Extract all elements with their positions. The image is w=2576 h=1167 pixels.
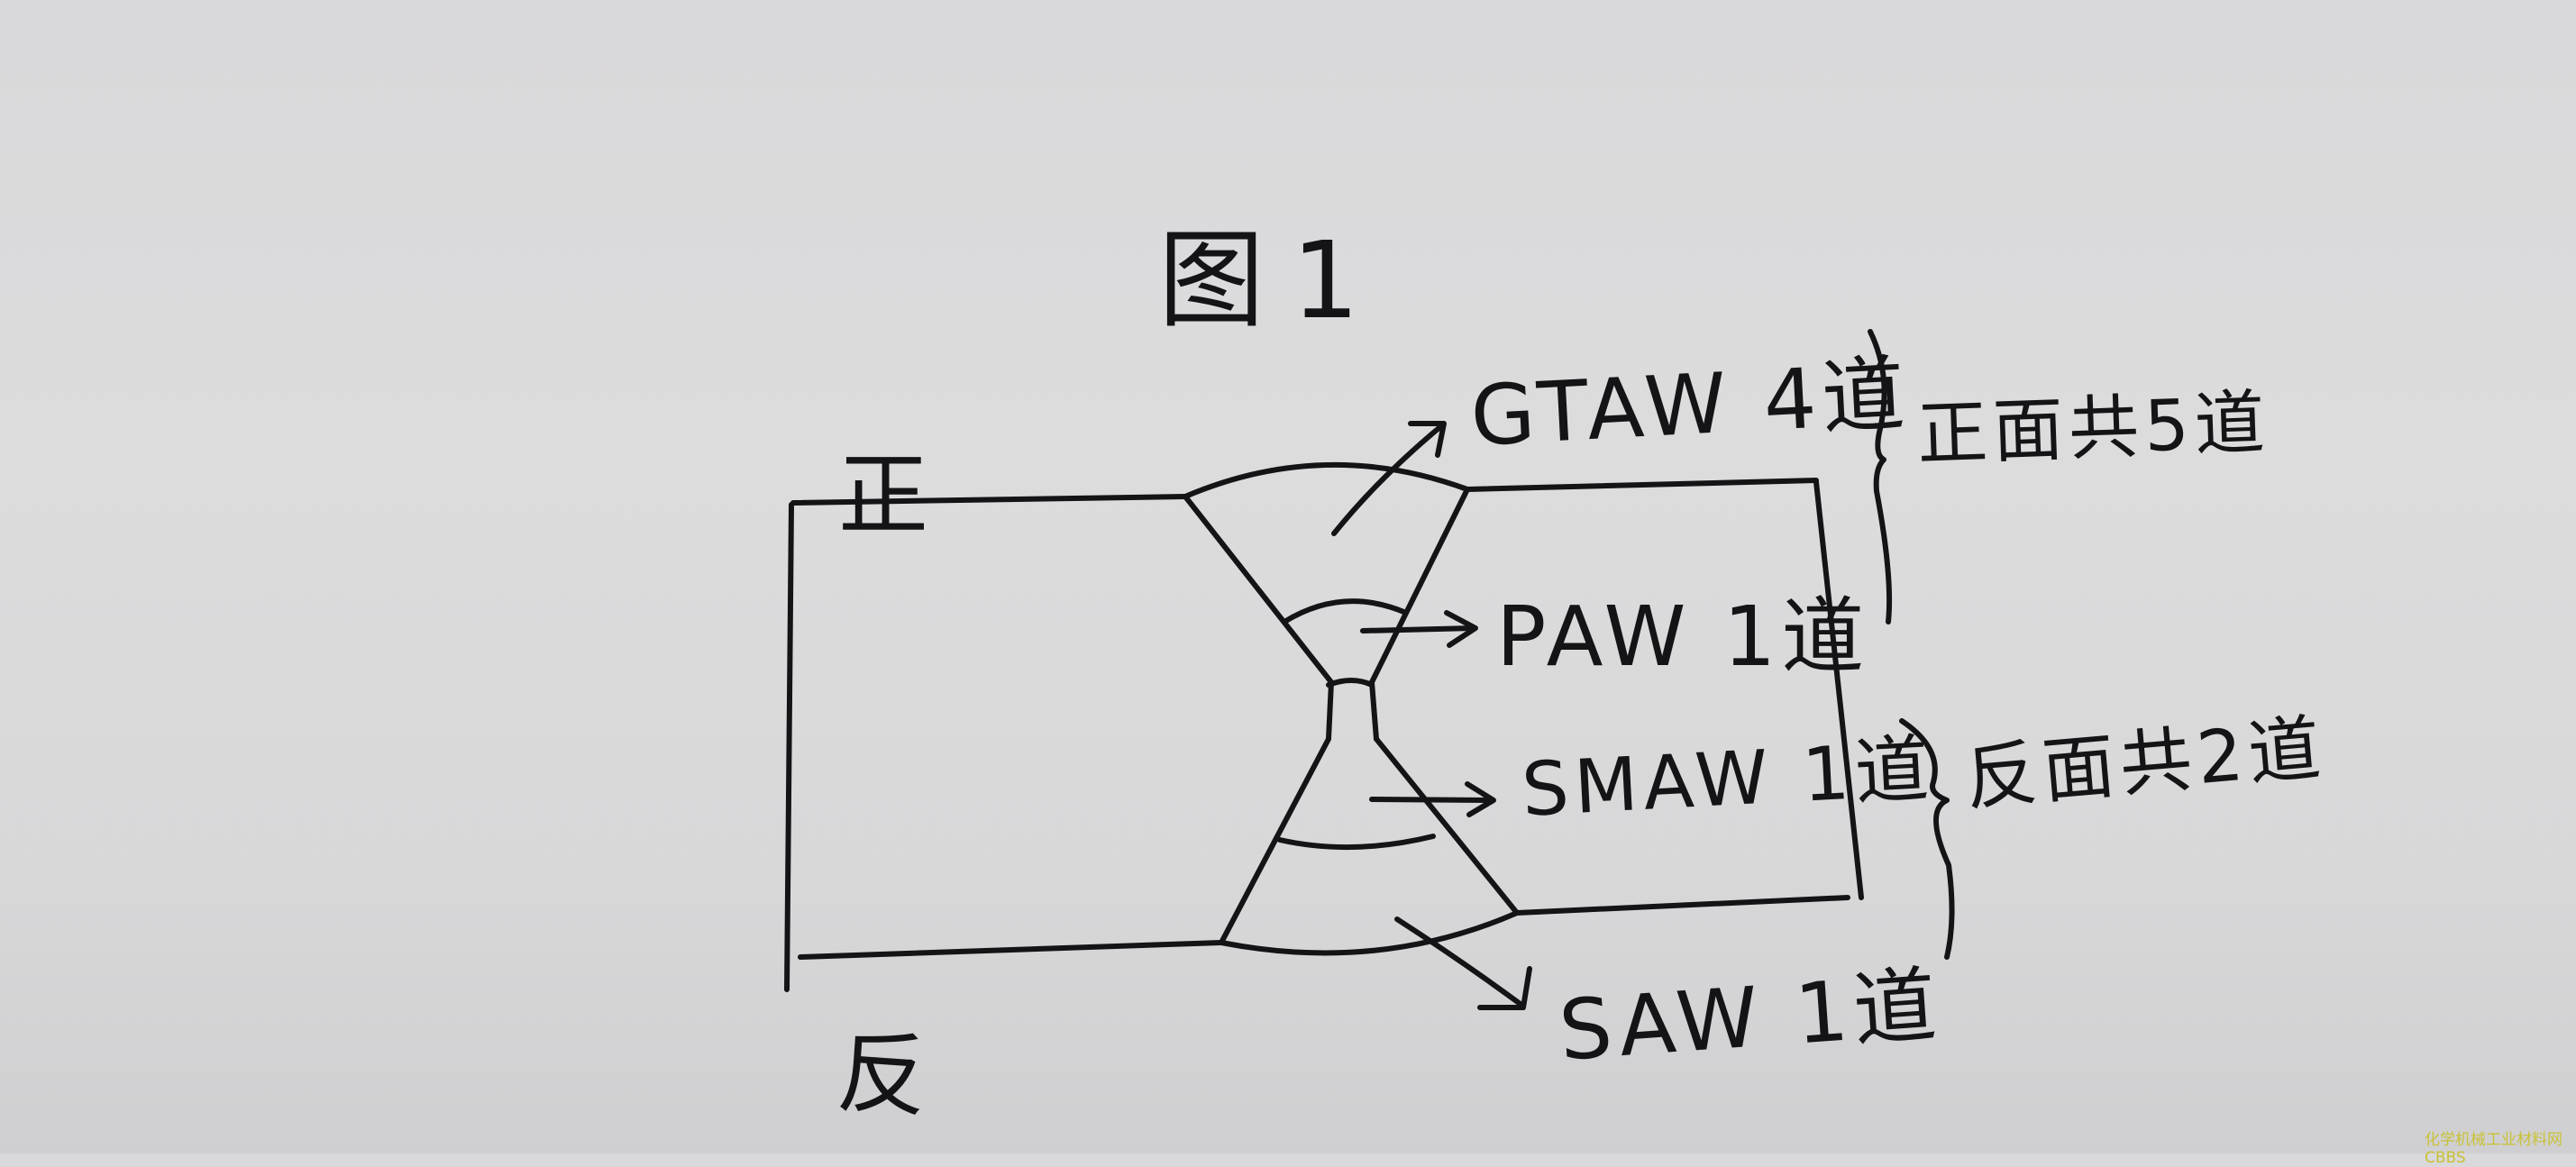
gtaw-cap-arc xyxy=(1183,461,1470,499)
paw-arrowhead xyxy=(1444,610,1478,648)
plate-left-top-edge xyxy=(790,494,1188,506)
paw-leader-arrow xyxy=(1360,625,1476,634)
gtaw-process: GTAW xyxy=(1468,354,1735,465)
figure-title: 图1 xyxy=(1158,218,1387,342)
smaw-arrowhead xyxy=(1465,781,1496,817)
plate-right-top-edge xyxy=(1465,478,1819,492)
root-arc xyxy=(1326,678,1375,688)
plate-right-bottom-edge xyxy=(1514,895,1850,916)
smaw-pass-label: SMAW 1道 xyxy=(1519,708,1936,837)
smaw-arc xyxy=(1277,834,1436,851)
paw-process: PAW xyxy=(1496,588,1692,685)
gtaw-arrowhead xyxy=(1408,421,1447,458)
groove-lower-right-bevel xyxy=(1374,736,1520,916)
smaw-leader-arrow xyxy=(1369,797,1494,803)
saw-arrowhead xyxy=(1477,966,1532,1010)
groove-upper-right-bevel xyxy=(1369,487,1470,685)
gtaw-leader-arrow xyxy=(1331,423,1445,536)
gtaw-pass-label: GTAW 4道 xyxy=(1467,326,1913,469)
groove-root-left xyxy=(1326,679,1334,742)
saw-leader-arrow xyxy=(1394,916,1524,1007)
groove-lower-left-bevel xyxy=(1219,736,1331,945)
plate-left-bottom-edge xyxy=(798,940,1224,960)
paw-arc xyxy=(1282,598,1409,625)
front-total-label: 正面共5道 xyxy=(1915,382,2272,476)
back-total-brace xyxy=(1899,718,1955,960)
plate-right-edge xyxy=(1813,479,1864,900)
paw-pass-label: PAW 1道 xyxy=(1496,570,1869,689)
saw-count: 1道 xyxy=(1792,956,1945,1063)
smaw-count: 1道 xyxy=(1800,726,1937,819)
plate-left-edge xyxy=(784,502,794,992)
front-side-label: 正 xyxy=(838,442,934,548)
groove-upper-left-bevel xyxy=(1183,494,1334,685)
gtaw-count: 4道 xyxy=(1760,345,1913,450)
smaw-process: SMAW xyxy=(1520,734,1777,834)
paw-count: 1道 xyxy=(1722,588,1870,685)
saw-cap-arc xyxy=(1219,910,1520,956)
front-total-brace xyxy=(1868,329,1893,625)
back-side-label: 反 xyxy=(834,1018,937,1132)
groove-root-right xyxy=(1369,679,1379,742)
watermark: 化学机械工业材料网CBBS xyxy=(2425,1131,2562,1167)
saw-process: SAW xyxy=(1556,969,1768,1080)
